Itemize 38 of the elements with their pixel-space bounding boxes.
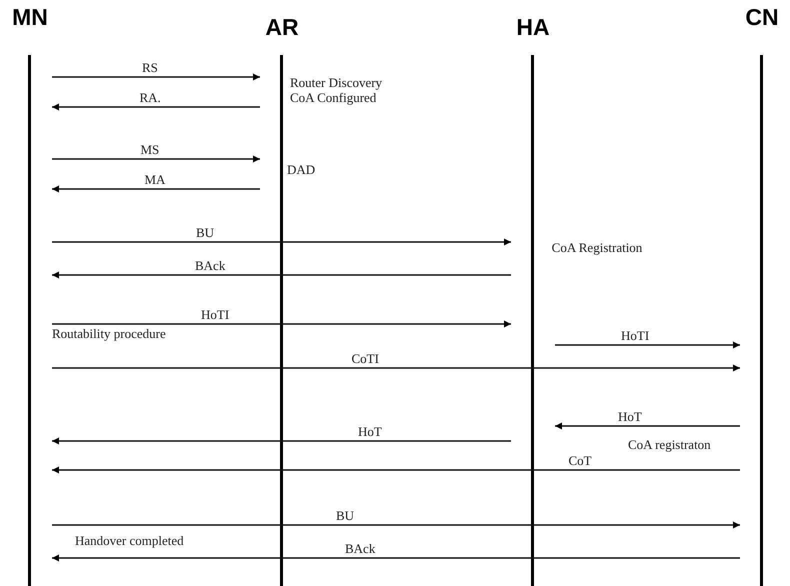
message-arrow: [52, 238, 511, 246]
message-arrow: [52, 438, 511, 444]
message-label: MA: [144, 172, 166, 187]
message-label: BAck: [195, 258, 226, 273]
message-arrow: [52, 186, 260, 192]
message-arrow: [52, 104, 260, 110]
participant-label: HA: [515, 14, 551, 40]
message-label: BAck: [345, 541, 376, 556]
annotation-text: Handover completed: [75, 533, 185, 548]
message-label: HoT: [358, 424, 382, 439]
message-label: RA.: [140, 90, 161, 105]
message-label: CoT: [568, 453, 592, 468]
participant-label: MN: [11, 4, 49, 30]
annotation-text: Routability procedure: [52, 326, 167, 341]
message-arrow: [52, 466, 740, 474]
message-arrow: [555, 422, 740, 430]
message-arrow: [52, 554, 740, 562]
annotation-text: Router Discovery CoA Configured: [290, 75, 384, 105]
message-arrow: [52, 522, 740, 528]
message-arrow: [52, 74, 260, 80]
message-label: CoTI: [352, 351, 379, 366]
message-label: RS: [142, 60, 158, 75]
message-arrow: [52, 364, 740, 372]
message-arrow: [52, 320, 511, 328]
message-label: BU: [196, 225, 214, 240]
message-arrow: [52, 272, 511, 278]
annotation-text: CoA registraton: [628, 437, 712, 452]
message-label: HoT: [618, 409, 642, 424]
annotation-text: CoA Registration: [550, 240, 644, 255]
participant-label: CN: [744, 4, 780, 30]
message-label: HoTI: [621, 328, 650, 343]
message-arrow: [555, 342, 740, 348]
message-label: BU: [336, 508, 354, 523]
participant-label: AR: [264, 14, 300, 40]
annotation-text: DAD: [287, 162, 316, 177]
message-label: MS: [140, 142, 160, 157]
message-arrow: [52, 156, 260, 162]
message-label: HoTI: [201, 307, 230, 322]
